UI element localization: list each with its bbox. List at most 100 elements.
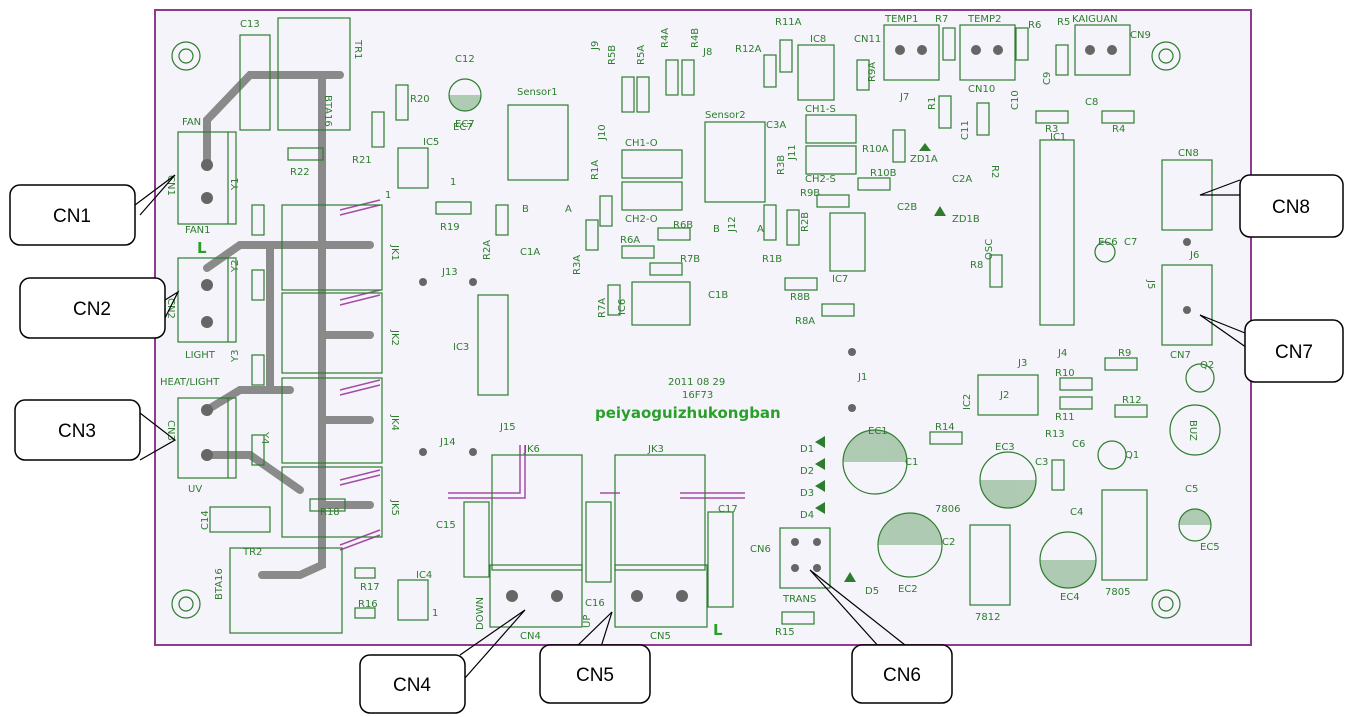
label-zd1b: ZD1B: [952, 214, 980, 225]
label-l-bottom: L: [713, 621, 723, 639]
label-r7: R7: [935, 14, 948, 25]
label-d1: D1: [800, 444, 814, 455]
label-b1: B: [522, 204, 529, 215]
label-cn8-silk: CN8: [1178, 148, 1199, 159]
callout-cn6: CN6: [883, 665, 921, 686]
label-cn10: CN10: [968, 84, 995, 95]
label-ic4: IC4: [416, 570, 432, 581]
label-r2b: R2B: [800, 212, 811, 232]
label-d5: D5: [865, 586, 879, 597]
label-j8: J8: [702, 47, 712, 58]
label-j10: J10: [597, 124, 608, 141]
label-zd1a: ZD1A: [910, 154, 938, 165]
label-r5b: R5B: [607, 45, 618, 65]
label-uv: UV: [188, 484, 202, 495]
label-up: UP: [582, 615, 593, 628]
callout-box-cn8: [1239, 174, 1344, 238]
label-y4: Y4: [259, 431, 270, 444]
label-buz: BUZ: [1187, 420, 1198, 441]
label-a2: A: [757, 224, 764, 235]
label-r3: R3: [1045, 124, 1058, 135]
label-cn11: CN11: [854, 34, 881, 45]
label-r8b: R8B: [790, 292, 810, 303]
label-c3a: C3A: [766, 120, 786, 131]
mounting-holes: [171, 41, 1181, 619]
label-r4a: R4A: [660, 28, 671, 48]
label-ic6: IC6: [617, 299, 628, 315]
label-ec7-b: EC7: [453, 122, 473, 133]
label-r10a: R10A: [862, 144, 889, 155]
label-j6: J6: [1189, 250, 1199, 261]
label-jk3: JK3: [647, 444, 664, 455]
callout-box-cn4: [359, 654, 466, 714]
cap-hatch: [449, 95, 1211, 588]
label-r11a: R11A: [775, 17, 802, 28]
callout-cn1: CN1: [53, 206, 91, 227]
label-r20: R20: [410, 94, 430, 105]
label-j13: J13: [441, 267, 458, 278]
label-cn5-silk: CN5: [650, 631, 671, 642]
label-r1: R1: [927, 97, 938, 110]
label-cn3-silk: CN3: [165, 420, 176, 441]
label-r8a: R8A: [795, 316, 815, 327]
label-r9b: R9B: [800, 188, 820, 199]
label-7806: 7806: [935, 504, 960, 515]
label-one-c: 1: [432, 608, 438, 619]
callout-cn5: CN5: [576, 665, 614, 686]
label-r5a: R5A: [636, 45, 647, 65]
label-sensor1: Sensor1: [517, 87, 558, 98]
label-r9a: R9A: [867, 62, 878, 82]
label-j12: J12: [727, 216, 738, 233]
label-ec4: EC4: [1060, 592, 1080, 603]
callout-box-cn3: [14, 399, 141, 461]
board-date: 2011 08 29: [668, 377, 725, 388]
label-r12a: R12A: [735, 44, 762, 55]
label-j14: J14: [439, 437, 456, 448]
label-one-b: 1: [450, 177, 456, 188]
label-c1a: C1A: [520, 247, 540, 258]
label-ec3: EC3: [995, 442, 1015, 453]
callout-box-cn2: [19, 277, 166, 339]
label-cn4-silk: CN4: [520, 631, 541, 642]
label-c16: C16: [585, 598, 605, 609]
label-jk5: JK5: [389, 499, 400, 516]
label-r9: R9: [1118, 348, 1131, 359]
label-ic5: IC5: [423, 137, 439, 148]
label-r19: R19: [440, 222, 460, 233]
callouts: CN1 CN2 CN3 CN4 CN5 CN6 CN7 CN8: [9, 174, 1344, 714]
label-a1: A: [565, 204, 572, 215]
label-cn7-silk: CN7: [1170, 350, 1191, 361]
label-7812: 7812: [975, 612, 1000, 623]
label-l-left: L: [197, 239, 207, 257]
resistors: [251, 27, 1148, 625]
label-ec2: EC2: [898, 584, 918, 595]
callout-cn7: CN7: [1275, 342, 1313, 363]
label-d3: D3: [800, 488, 814, 499]
label-r14: R14: [935, 422, 955, 433]
label-one-a: 1: [385, 190, 391, 201]
label-r6b: R6B: [673, 220, 693, 231]
diodes: [815, 143, 946, 582]
label-bta16-top: BTA16: [322, 95, 333, 127]
label-j7: J7: [899, 92, 909, 103]
label-c2a: C2A: [952, 174, 972, 185]
board-code: 16F73: [682, 390, 713, 401]
label-cn6-silk: CN6: [750, 544, 771, 555]
label-c2b: C2B: [897, 202, 917, 213]
board-name: peiyaoguizhukongban: [595, 404, 781, 422]
label-d4: D4: [800, 510, 814, 521]
label-cn2-silk: CN2: [165, 298, 176, 319]
label-tr2: TR2: [242, 547, 262, 558]
label-c8: C8: [1085, 97, 1098, 108]
label-j1: J1: [857, 372, 867, 383]
callout-box-cn1: [9, 184, 136, 246]
label-7805: 7805: [1105, 587, 1130, 598]
label-ic7: IC7: [832, 274, 848, 285]
label-jk6: JK6: [523, 444, 540, 455]
label-r3b: R3B: [776, 155, 787, 175]
label-r17: R17: [360, 582, 380, 593]
label-j11: J11: [787, 144, 798, 161]
label-c1b: C1B: [708, 290, 728, 301]
label-heat-light: HEAT/LIGHT: [160, 377, 220, 388]
